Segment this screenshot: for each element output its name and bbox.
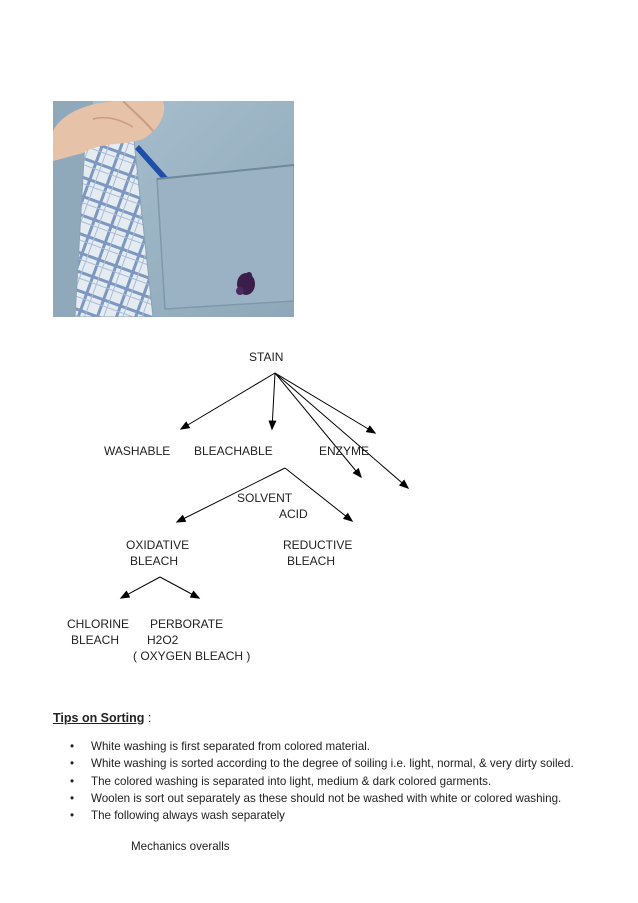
bullet-icon: • bbox=[70, 738, 74, 755]
tip-text: The following always wash separately bbox=[91, 809, 285, 822]
washable-label: WASHABLE bbox=[104, 444, 170, 458]
h2o2-label: H2O2 bbox=[147, 633, 178, 647]
list-item: • White washing is first separated from c… bbox=[70, 738, 574, 755]
stain-label: STAIN bbox=[249, 350, 283, 364]
oxidative-bleach-label: BLEACH bbox=[130, 554, 178, 568]
tips-heading: Tips on Sorting : bbox=[53, 711, 151, 725]
tip-text: The colored washing is separated into li… bbox=[91, 775, 491, 788]
tip-text: White washing is sorted according to the… bbox=[91, 757, 574, 770]
tips-title: Tips on Sorting bbox=[53, 711, 144, 725]
chlorine-bleach-label: BLEACH bbox=[71, 633, 119, 647]
solvent-label: SOLVENT bbox=[237, 491, 292, 505]
stain-photo bbox=[53, 101, 294, 317]
tips-list: • White washing is first separated from c… bbox=[70, 738, 574, 824]
list-item: • White washing is sorted according to th… bbox=[70, 755, 574, 772]
chlorine-label: CHLORINE bbox=[67, 617, 129, 631]
enzyme-label: ENZYME bbox=[319, 444, 369, 458]
oxygen-bleach-note: ( OXYGEN BLEACH ) bbox=[133, 649, 250, 663]
bullet-icon: • bbox=[70, 807, 74, 824]
bullet-icon: • bbox=[70, 773, 74, 790]
reductive-bleach-label: BLEACH bbox=[287, 554, 335, 568]
sub-item-mechanics-overalls: Mechanics overalls bbox=[131, 840, 230, 853]
perborate-label: PERBORATE bbox=[150, 617, 223, 631]
oxidative-label: OXIDATIVE bbox=[126, 538, 189, 552]
tips-colon: : bbox=[148, 711, 151, 725]
bullet-icon: • bbox=[70, 790, 74, 807]
list-item: • The colored washing is separated into l… bbox=[70, 773, 574, 790]
reductive-label: REDUCTIVE bbox=[283, 538, 352, 552]
tip-text: Woolen is sort out separately as these s… bbox=[91, 792, 561, 805]
bleachable-label: BLEACHABLE bbox=[194, 444, 273, 458]
bullet-icon: • bbox=[70, 755, 74, 772]
acid-label: ACID bbox=[279, 507, 308, 521]
list-item: • Woolen is sort out separately as these … bbox=[70, 790, 574, 807]
list-item: • The following always wash separately bbox=[70, 807, 574, 824]
tip-text: White washing is first separated from co… bbox=[91, 740, 370, 753]
